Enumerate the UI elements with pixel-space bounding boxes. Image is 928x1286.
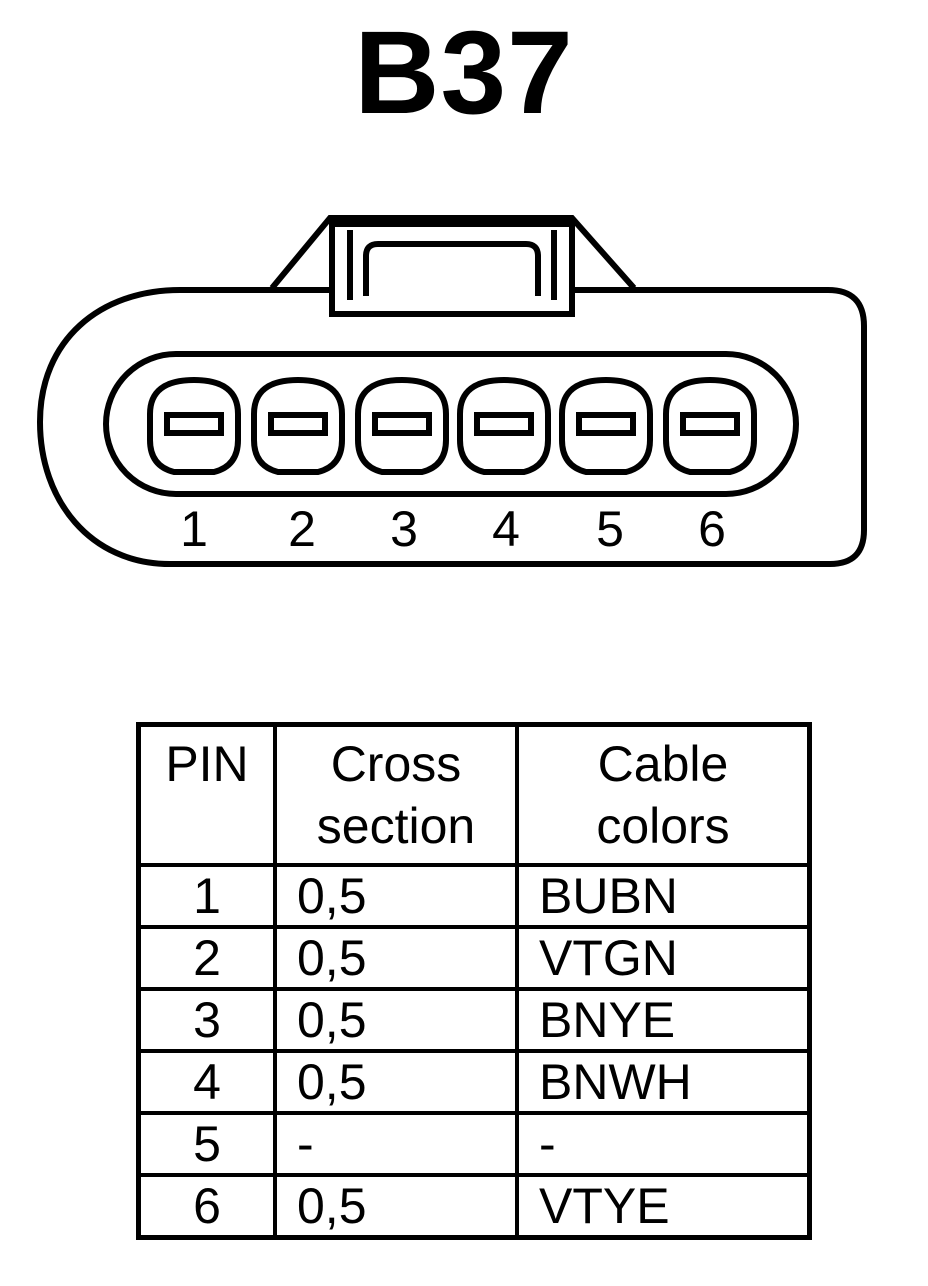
pin-socket [251, 376, 345, 475]
latch-tab-inner [347, 230, 557, 300]
table-header-row: PIN Cross section Cable colors [136, 722, 812, 867]
header-pin: PIN [136, 722, 277, 867]
header-cable-colors: Cable colors [515, 722, 812, 867]
pin-contact-slot [372, 412, 432, 436]
pin-group [147, 376, 757, 475]
pin-cavity [103, 351, 799, 497]
connector-pin [663, 376, 757, 475]
cell-pin: 4 [136, 1049, 277, 1115]
cell-cross-section: 0,5 [273, 925, 519, 991]
cell-cable-color: BNWH [515, 1049, 812, 1115]
table-row: 5-- [136, 1111, 812, 1177]
cell-cable-color: VTYE [515, 1173, 812, 1240]
pin-socket [559, 376, 653, 475]
cell-cross-section: 0,5 [273, 987, 519, 1053]
cell-cross-section: 0,5 [273, 1173, 519, 1240]
cell-pin: 6 [136, 1173, 277, 1240]
connector-pin [355, 376, 449, 475]
cell-cable-color: BUBN [515, 863, 812, 929]
connector-pin [457, 376, 551, 475]
connector-latch [269, 215, 637, 290]
connector-pin [147, 376, 241, 475]
connector-diagram: 1 2 3 4 5 6 [36, 215, 867, 567]
cell-cable-color: - [515, 1111, 812, 1177]
pin-socket [457, 376, 551, 475]
pin-number: 3 [390, 501, 418, 557]
cell-cross-section: - [273, 1111, 519, 1177]
connector-pin [251, 376, 345, 475]
pin-contact-slot [164, 412, 224, 436]
pin-number: 2 [288, 501, 316, 557]
pin-number: 6 [698, 501, 726, 557]
pin-contact-slot [680, 412, 740, 436]
connector-housing [36, 287, 867, 567]
pin-contact-slot [268, 412, 328, 436]
connector-title: B37 [354, 7, 574, 139]
cell-pin: 1 [136, 863, 277, 929]
pin-number: 1 [180, 501, 208, 557]
cell-pin: 3 [136, 987, 277, 1053]
cell-cable-color: BNYE [515, 987, 812, 1053]
pin-number: 5 [596, 501, 624, 557]
cell-pin: 2 [136, 925, 277, 991]
cell-cable-color: VTGN [515, 925, 812, 991]
pin-socket [355, 376, 449, 475]
pin-number-group: 1 2 3 4 5 6 [180, 501, 726, 557]
connector-pin [559, 376, 653, 475]
pin-contact-slot [576, 412, 636, 436]
pin-number: 4 [492, 501, 520, 557]
pin-socket [663, 376, 757, 475]
pin-socket [147, 376, 241, 475]
header-cross-section: Cross section [273, 722, 519, 867]
cell-pin: 5 [136, 1111, 277, 1177]
pin-contact-slot [474, 412, 534, 436]
cell-cross-section: 0,5 [273, 863, 519, 929]
cell-cross-section: 0,5 [273, 1049, 519, 1115]
